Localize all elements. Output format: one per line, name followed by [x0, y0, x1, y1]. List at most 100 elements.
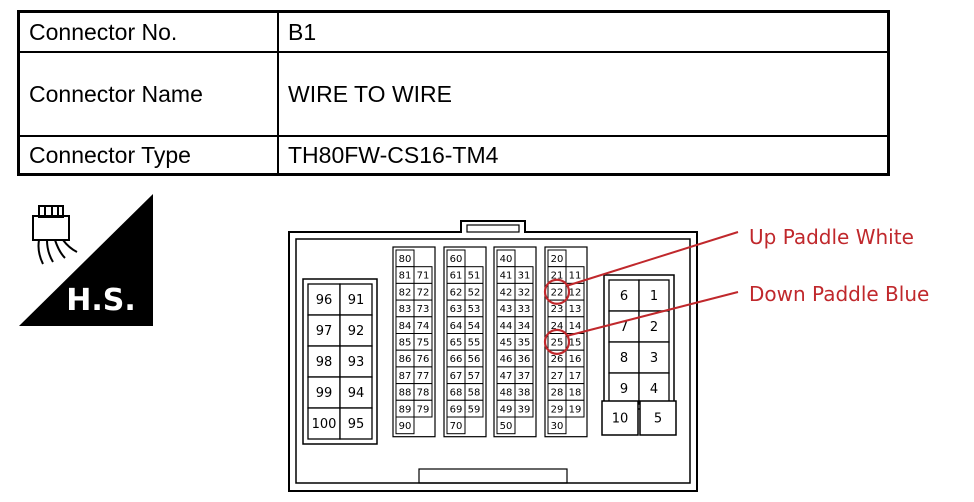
svg-text:96: 96 [316, 293, 333, 308]
connector-type-label: Connector Type [17, 135, 279, 176]
pin-66: 66 [446, 349, 466, 368]
svg-text:81: 81 [399, 271, 412, 282]
pin-56: 56 [464, 349, 484, 368]
pin-49: 49 [496, 399, 516, 418]
svg-text:36: 36 [518, 354, 531, 365]
pin-87: 87 [395, 366, 415, 385]
svg-text:92: 92 [348, 324, 365, 339]
svg-text:23: 23 [551, 304, 564, 315]
pin-42: 42 [496, 282, 516, 301]
pin-9: 9 [608, 372, 640, 405]
svg-text:2: 2 [650, 320, 658, 335]
pin-67: 67 [446, 366, 466, 385]
svg-text:69: 69 [450, 404, 463, 415]
pin-90: 90 [395, 416, 415, 435]
pin-97: 97 [307, 314, 341, 347]
pin-57: 57 [464, 366, 484, 385]
pin-61: 61 [446, 266, 466, 284]
svg-text:3: 3 [650, 351, 658, 366]
svg-text:30: 30 [551, 421, 564, 432]
pin-60: 60 [446, 249, 466, 268]
pin-8: 8 [608, 341, 640, 374]
pin-89: 89 [395, 399, 415, 418]
pin-84: 84 [395, 316, 415, 335]
svg-text:11: 11 [569, 271, 582, 282]
pin-3: 3 [638, 341, 670, 374]
pin-10: 10 [601, 400, 639, 436]
connector-type-value: TH80FW-CS16-TM4 [277, 135, 890, 176]
pin-99: 99 [307, 376, 341, 409]
svg-text:32: 32 [518, 287, 531, 298]
svg-text:52: 52 [468, 287, 481, 298]
pin-23: 23 [547, 299, 567, 318]
svg-text:48: 48 [500, 388, 513, 399]
svg-text:16: 16 [569, 354, 582, 365]
svg-text:76: 76 [417, 354, 430, 365]
pin-63: 63 [446, 299, 466, 318]
svg-text:70: 70 [450, 421, 463, 432]
svg-text:84: 84 [399, 321, 412, 332]
svg-text:4: 4 [650, 382, 658, 397]
svg-text:43: 43 [500, 304, 513, 315]
svg-text:54: 54 [468, 321, 481, 332]
pin-62: 62 [446, 282, 466, 301]
pin-46: 46 [496, 349, 516, 368]
connector-harness-icon [32, 205, 78, 265]
svg-text:42: 42 [500, 287, 513, 298]
pin-100: 100 [307, 407, 341, 440]
pin-1: 1 [638, 279, 670, 312]
pin-88: 88 [395, 383, 415, 401]
connector-info-table: Connector No. B1 Connector Name WIRE TO … [17, 10, 890, 176]
badge-text: H.S. [66, 283, 136, 318]
svg-text:62: 62 [450, 287, 463, 298]
svg-text:9: 9 [620, 382, 628, 397]
up-paddle-callout: Up Paddle White [749, 225, 914, 249]
pin-92: 92 [339, 314, 373, 347]
svg-text:68: 68 [450, 388, 463, 399]
pin-22: 22 [547, 282, 567, 301]
svg-text:40: 40 [500, 254, 513, 265]
svg-text:39: 39 [518, 404, 531, 415]
svg-text:34: 34 [518, 321, 531, 332]
svg-text:60: 60 [450, 254, 463, 265]
pin-33: 33 [514, 299, 534, 318]
pin-85: 85 [395, 333, 415, 351]
pin-44: 44 [496, 316, 516, 335]
svg-text:95: 95 [348, 417, 365, 432]
pin-71: 71 [413, 266, 433, 284]
pin-32: 32 [514, 282, 534, 301]
pin-95: 95 [339, 407, 373, 440]
pin-80: 80 [395, 249, 415, 268]
pin-47: 47 [496, 366, 516, 385]
svg-text:22: 22 [551, 287, 564, 298]
pin-76: 76 [413, 349, 433, 368]
pin-86: 86 [395, 349, 415, 368]
connector-no-value: B1 [277, 10, 890, 53]
svg-text:46: 46 [500, 354, 513, 365]
pin-24: 24 [547, 316, 567, 335]
pin-7: 7 [608, 310, 640, 343]
svg-text:77: 77 [417, 371, 430, 382]
pin-96: 96 [307, 283, 341, 316]
pin-17: 17 [565, 366, 585, 385]
svg-text:90: 90 [399, 421, 412, 432]
svg-text:31: 31 [518, 271, 531, 282]
pin-91: 91 [339, 283, 373, 316]
svg-text:21: 21 [551, 271, 564, 282]
pin-98: 98 [307, 345, 341, 378]
pin-25: 25 [547, 333, 567, 351]
svg-text:99: 99 [316, 386, 333, 401]
pin-38: 38 [514, 383, 534, 401]
svg-text:27: 27 [551, 371, 564, 382]
svg-text:1: 1 [650, 289, 658, 304]
row-connector-type: Connector Type TH80FW-CS16-TM4 [17, 135, 890, 176]
pin-30: 30 [547, 416, 567, 435]
svg-text:85: 85 [399, 337, 412, 348]
svg-text:80: 80 [399, 254, 412, 265]
svg-text:55: 55 [468, 337, 481, 348]
svg-text:98: 98 [316, 355, 333, 370]
svg-text:59: 59 [468, 404, 481, 415]
pin-51: 51 [464, 266, 484, 284]
pin-74: 74 [413, 316, 433, 335]
pin-column-1 [392, 246, 436, 438]
